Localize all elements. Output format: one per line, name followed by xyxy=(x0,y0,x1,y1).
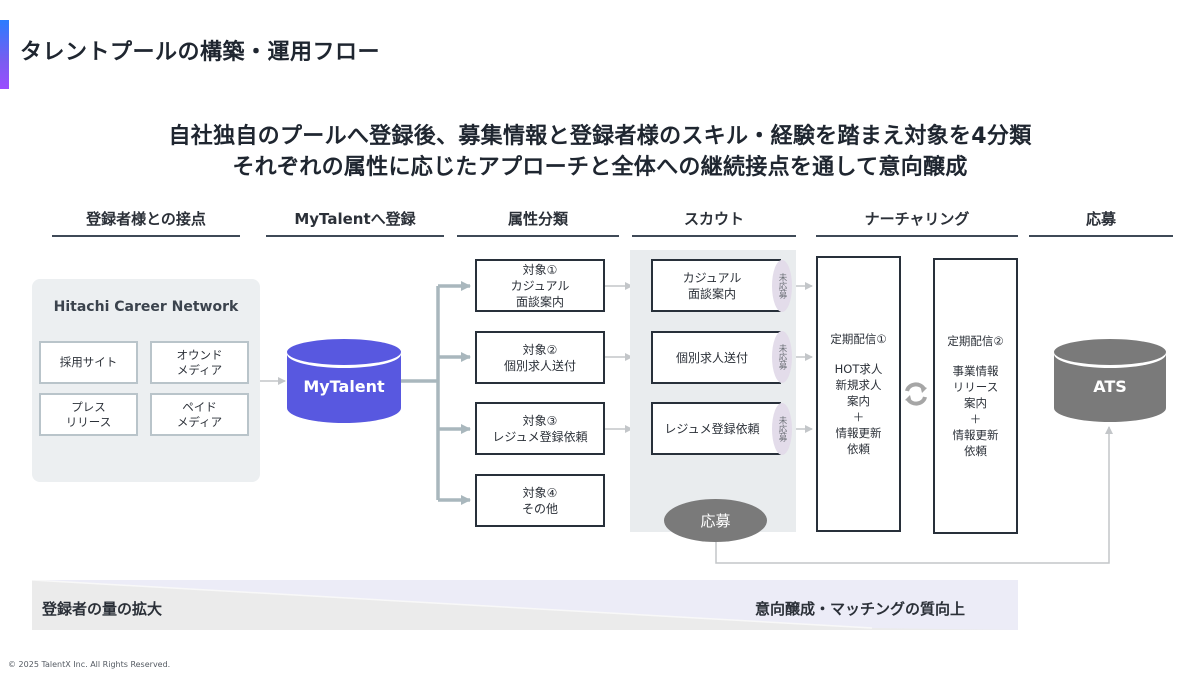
arrow-apply-to-ats xyxy=(715,426,1113,564)
target-box-4: 対象④ その他 xyxy=(475,474,605,527)
progression-band xyxy=(32,580,1018,630)
scout-box-casual-interview: カジュアル 面談案内 xyxy=(651,259,781,312)
column-header-classify: 属性分類 xyxy=(457,208,619,237)
headline-line-2: それぞれの属性に応じたアプローチと全体への継続接点を通して意向醸成 xyxy=(232,155,968,180)
headline-line-1: 自社独自のプールへ登録後、募集情報と登録者様のスキル・経験を踏まえ対象を4分類 xyxy=(168,124,1032,149)
column-header-nurturing: ナーチャリング xyxy=(816,208,1018,237)
nurture-title: 定期配信① xyxy=(830,332,887,346)
ats-label: ATS xyxy=(1093,377,1127,396)
scout-box-resume-request: レジュメ登録依頼 xyxy=(651,402,781,455)
column-header-apply: 応募 xyxy=(1029,208,1173,237)
status-badge-not-applied: 未応募 xyxy=(772,331,792,383)
title-accent-bar xyxy=(0,20,9,89)
source-panel-title: Hitachi Career Network xyxy=(53,299,239,315)
mytalent-label: MyTalent xyxy=(303,377,385,396)
source-item-owned-media: オウンド メディア xyxy=(150,341,249,384)
copyright: © 2025 TalentX Inc. All Rights Reserved. xyxy=(8,660,171,669)
column-header-scout: スカウト xyxy=(632,208,796,237)
apply-node: 応募 xyxy=(664,499,767,542)
column-header-touchpoint: 登録者様との接点 xyxy=(52,208,240,237)
target-box-3: 対象③ レジュメ登録依頼 xyxy=(475,402,605,455)
mytalent-database-icon xyxy=(287,339,401,423)
target-box-1: 対象① カジュアル 面談案内 xyxy=(475,259,605,312)
scout-to-nurture-arrows xyxy=(793,282,813,433)
target-box-2: 対象② 個別求人送付 xyxy=(475,331,605,384)
ats-database-icon xyxy=(1054,339,1166,422)
source-item-paid-media: ペイド メディア xyxy=(150,393,249,436)
page-title: タレントプールの構築・運用フロー xyxy=(20,40,381,65)
nurture-title: 定期配信② xyxy=(947,334,1004,348)
column-header-register: MyTalentへ登録 xyxy=(266,208,444,237)
target-to-scout-arrows xyxy=(605,282,633,433)
scout-box-individual-job: 個別求人送付 xyxy=(651,331,781,384)
status-badge-not-applied: 未応募 xyxy=(772,403,792,455)
nurture-box-2: 定期配信② 事業情報 リリース 案内 ＋ 情報更新 依頼 xyxy=(933,258,1018,534)
refresh-cycle-icon xyxy=(905,382,927,406)
status-badge-not-applied: 未応募 xyxy=(772,260,792,312)
band-label-quality: 意向醸成・マッチングの質向上 xyxy=(755,600,966,618)
band-label-volume: 登録者の量の拡大 xyxy=(42,600,163,618)
branch-connector xyxy=(401,281,471,505)
nurture-body: HOT求人 新規求人 案内 ＋ 情報更新 依頼 xyxy=(834,362,883,456)
source-item-press-release: プレス リリース xyxy=(39,393,138,436)
nurture-body: 事業情報 リリース 案内 ＋ 情報更新 依頼 xyxy=(952,364,999,458)
nurture-box-1: 定期配信① HOT求人 新規求人 案内 ＋ 情報更新 依頼 xyxy=(816,256,901,532)
source-item-recruit-site: 採用サイト xyxy=(39,341,138,384)
